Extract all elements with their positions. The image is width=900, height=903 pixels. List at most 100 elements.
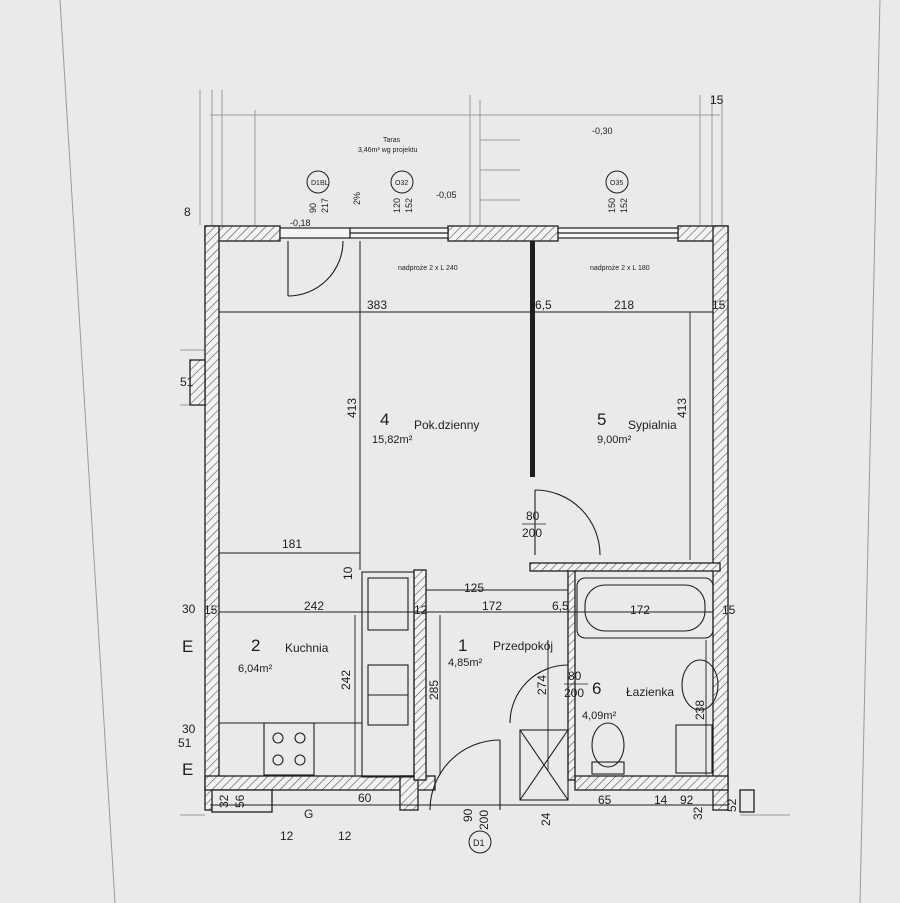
toilet bbox=[591, 722, 625, 768]
dim-g: G bbox=[304, 807, 313, 821]
room-hall-area: 4,85m² bbox=[448, 657, 483, 669]
tag-circle-left bbox=[306, 170, 330, 194]
bedroom-door-height: 200 bbox=[522, 526, 542, 540]
window-right-height: 152 bbox=[619, 198, 629, 213]
dim-sixty: 60 bbox=[358, 791, 372, 805]
terrace-label: Taras bbox=[383, 137, 401, 144]
dimension-lines bbox=[210, 311, 728, 806]
window-middle-height: 152 bbox=[404, 198, 414, 213]
room-hall-number: 1 bbox=[458, 636, 467, 655]
window-tag-right: O35 bbox=[610, 180, 623, 187]
kitchen-counter bbox=[361, 571, 415, 778]
dim-thirty: 30 bbox=[182, 602, 196, 616]
dim-fifteen-right: 15 bbox=[710, 93, 724, 107]
room-kitchen-name: Kuchnia bbox=[285, 641, 329, 655]
terrace-area: 3,46m² wg projektu bbox=[358, 147, 418, 154]
dim-sixty-five: 65 bbox=[598, 793, 612, 807]
left-wall bbox=[204, 225, 220, 811]
tag-circle-middle bbox=[390, 170, 414, 194]
dim-twelve-b: 12 bbox=[280, 829, 294, 843]
dim-twelve-c: 12 bbox=[338, 829, 352, 843]
shower-cabinet bbox=[519, 729, 569, 801]
room-kitchen-area: 6,04m² bbox=[238, 663, 273, 675]
dim-hall-depth: 285 bbox=[427, 680, 441, 700]
terrace-door-swing bbox=[287, 240, 344, 297]
dim-twenty-four: 24 bbox=[539, 812, 553, 826]
terrace-level: -0,30 bbox=[592, 126, 613, 136]
dim-thirty-2: 30 bbox=[182, 722, 196, 736]
door-swings bbox=[287, 240, 601, 811]
dim-hall-width-2: 172 bbox=[482, 599, 502, 613]
dim-thirty-two: 32 bbox=[217, 794, 231, 808]
bath-partition-top bbox=[529, 562, 721, 572]
tag-circle-entrance bbox=[468, 830, 492, 854]
entrance-door-height: 200 bbox=[477, 810, 491, 830]
room-kitchen: 2 Kuchnia 6,04m² bbox=[238, 636, 329, 675]
dim-ninety-two: 92 bbox=[680, 793, 694, 807]
dim-fifteen-mid: 15 bbox=[722, 603, 736, 617]
left-wall-stub bbox=[189, 359, 206, 406]
dim-bath-left: 274 bbox=[535, 675, 549, 695]
living-bedroom-partition bbox=[530, 241, 535, 477]
tag-circles bbox=[306, 170, 629, 854]
window-tag-left: D1BL bbox=[311, 180, 329, 187]
dim-fifty-one-2: 51 bbox=[178, 736, 192, 750]
dim-room-height-right: 413 bbox=[675, 398, 689, 418]
bedroom-door-width: 80 bbox=[526, 509, 540, 523]
room-living-area: 15,82m² bbox=[372, 434, 413, 446]
bottom-wall-right bbox=[574, 775, 729, 791]
room-hall-name: Przedpokój bbox=[493, 639, 553, 653]
room-bedroom-name: Sypialnia bbox=[628, 418, 677, 432]
dim-thirty-two-b: 32 bbox=[691, 806, 705, 820]
dim-partition-2: 6,5 bbox=[552, 599, 569, 613]
dim-ten: 10 bbox=[341, 566, 355, 580]
dim-kitchen-top: 181 bbox=[282, 537, 302, 551]
fridge bbox=[367, 577, 409, 631]
dim-e-bottom: E bbox=[182, 760, 193, 779]
dim-eight: 8 bbox=[184, 205, 191, 219]
entrance-door-tag: D1 bbox=[473, 838, 485, 848]
dim-top-left-width: 383 bbox=[367, 298, 387, 312]
window-middle-width: 120 bbox=[392, 198, 402, 213]
dim-kitchen-width: 242 bbox=[304, 599, 324, 613]
dim-bath-width: 172 bbox=[630, 603, 650, 617]
bath-door-height: 200 bbox=[564, 686, 584, 700]
lintel-right: nadproże 2 x L 180 bbox=[590, 265, 650, 272]
slope-label: 2% bbox=[352, 192, 362, 205]
room-hall: 1 Przedpokój 4,85m² bbox=[448, 636, 553, 669]
dim-fifty-one: 51 bbox=[180, 375, 194, 389]
room-bedroom: 5 Sypialnia 9,00m² bbox=[597, 410, 677, 446]
dim-fourteen: 14 bbox=[654, 793, 668, 807]
room-bedroom-number: 5 bbox=[597, 410, 606, 429]
dim-partition: 6,5 bbox=[535, 298, 552, 312]
dim-room-height-left: 413 bbox=[345, 398, 359, 418]
dim-top-right-width: 218 bbox=[614, 298, 634, 312]
left-level: -0,18 bbox=[290, 218, 311, 228]
room-bathroom: 6 Łazienka 4,09m² bbox=[582, 679, 674, 722]
room-kitchen-number: 2 bbox=[251, 636, 260, 655]
bath-door-width: 80 bbox=[568, 669, 582, 683]
bottom-right-block bbox=[739, 789, 755, 813]
room-bathroom-number: 6 bbox=[592, 679, 601, 698]
room-living: 4 Pok.dzienny 15,82m² bbox=[372, 410, 479, 446]
window-left-width: 90 bbox=[308, 203, 318, 213]
washing-machine bbox=[675, 724, 713, 774]
room-bathroom-name: Łazienka bbox=[626, 685, 674, 699]
dim-fifty-six: 56 bbox=[233, 794, 247, 808]
tag-circle-right bbox=[605, 170, 629, 194]
lintel-left: nadproże 2 x L 240 bbox=[398, 265, 458, 272]
room-living-name: Pok.dzienny bbox=[414, 418, 479, 432]
window-tag-middle: O32 bbox=[395, 180, 408, 187]
bath-door-swing bbox=[509, 664, 569, 724]
right-wall bbox=[712, 225, 729, 811]
entrance-door-swing bbox=[429, 739, 501, 811]
dim-fifteen-left: 15 bbox=[204, 603, 218, 617]
room-bedroom-area: 9,00m² bbox=[597, 434, 632, 446]
window-left bbox=[279, 227, 351, 239]
bathtub bbox=[576, 577, 714, 639]
dim-hall-width: 125 bbox=[464, 581, 484, 595]
window-right-width: 150 bbox=[607, 198, 617, 213]
windows bbox=[279, 227, 679, 239]
sill-level: -0,05 bbox=[436, 190, 457, 200]
